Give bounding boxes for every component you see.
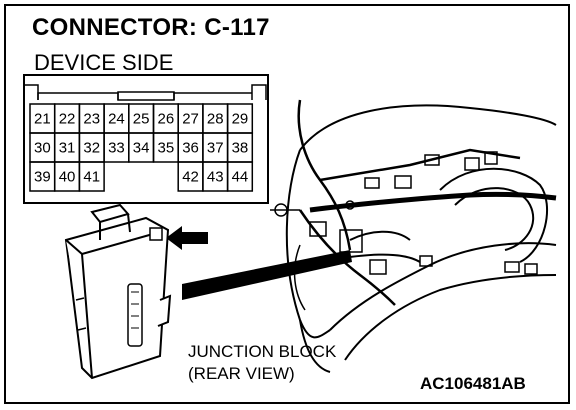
junction-block-caption-line1: JUNCTION BLOCK [188, 342, 337, 361]
junction-block-caption-line2: (REAR VIEW) [188, 364, 295, 383]
pin-label-42: 42 [182, 169, 199, 186]
wiring-harness [270, 99, 557, 311]
pin-label-39: 39 [34, 169, 51, 186]
pointer-arrow [166, 226, 208, 250]
pin-label-44: 44 [232, 169, 249, 186]
pin-label-24: 24 [108, 111, 125, 128]
pin-label-25: 25 [133, 111, 150, 128]
junction-block [64, 203, 172, 380]
pin-label-33: 33 [108, 140, 125, 157]
pin-label-35: 35 [158, 140, 175, 157]
pin-label-41: 41 [83, 169, 100, 186]
connector-title: CONNECTOR: C-117 [32, 14, 270, 41]
pin-label-27: 27 [182, 111, 199, 128]
pin-label-30: 30 [34, 140, 51, 157]
pin-label-37: 37 [207, 140, 224, 157]
connector-subtitle: DEVICE SIDE [34, 50, 174, 75]
pin-label-36: 36 [182, 140, 199, 157]
dashboard-outline [285, 104, 557, 373]
pin-label-23: 23 [83, 111, 100, 128]
pin-label-22: 22 [59, 111, 76, 128]
pin-label-29: 29 [232, 111, 249, 128]
figure-code: AC106481AB [420, 374, 526, 393]
pin-cell-41 [78, 161, 105, 192]
pin-label-21: 21 [34, 111, 51, 128]
pin-label-28: 28 [207, 111, 224, 128]
pin-label-31: 31 [59, 140, 76, 157]
pin-label-38: 38 [232, 140, 249, 157]
location-pointer [182, 250, 352, 300]
connector-face: 21 22 23 24 25 26 27 28 29 30 31 32 33 34 35 36 37 38 39 40… [23, 74, 269, 204]
pin-label-26: 26 [158, 111, 175, 128]
connector-pins: 21 22 23 24 25 26 27 28 29 30 31 32 33 34 35 36 37 38 39 40… [29, 103, 254, 192]
pin-label-32: 32 [83, 140, 100, 157]
pin-label-43: 43 [207, 169, 224, 186]
pin-label-40: 40 [59, 169, 76, 186]
pin-cell-44 [226, 161, 254, 192]
pin-label-34: 34 [133, 140, 150, 157]
